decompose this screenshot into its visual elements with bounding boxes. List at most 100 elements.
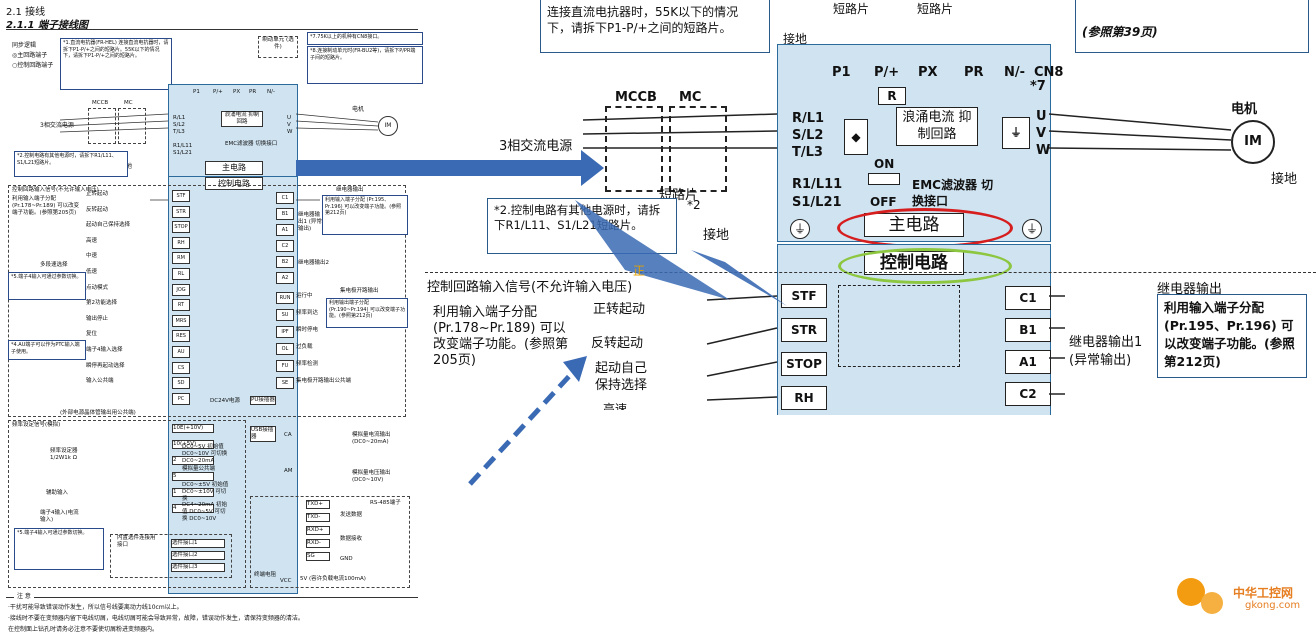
relay-terminal-b1[interactable]: B1 (1005, 318, 1051, 342)
input-terminal-small[interactable]: RH (172, 236, 190, 249)
input-label-small: 反转起动 (86, 206, 109, 213)
emc-on: ON (874, 157, 895, 171)
input-terminal-small[interactable]: STF (172, 190, 190, 202)
freq-terminal-small[interactable]: 2 (172, 456, 214, 465)
rs485-terminal[interactable]: SG (306, 552, 330, 561)
freq-terminal-small[interactable]: 1 (172, 488, 214, 497)
input-terminal-small[interactable]: PC (172, 392, 190, 405)
input-label-small: 正转起动 (86, 191, 109, 197)
relay-title: 继电器输出 (1157, 282, 1223, 297)
mccb-box-small (88, 108, 116, 144)
w-small: W (287, 129, 293, 135)
freq-terminal-small[interactable]: 5 (172, 472, 214, 481)
mccb-label: MCCB (615, 90, 657, 105)
input-terminal-small[interactable]: RT (172, 299, 190, 312)
relay-terminal-small[interactable]: B2 (276, 256, 294, 268)
v-small: V (287, 122, 291, 128)
input-terminal-small[interactable]: RL (172, 268, 190, 280)
input-terminal-stf[interactable]: STF (781, 284, 827, 308)
caution-title: 注 意 (14, 593, 34, 601)
input-terminal-small[interactable]: JOG (172, 283, 190, 296)
t-l3-small: T/L3 (173, 129, 185, 135)
zoom-arrow-shape (296, 150, 604, 186)
oc-terminal-small[interactable]: OL (276, 343, 294, 355)
freq-terminal-small[interactable]: 4 (172, 504, 214, 513)
relay-terminal-c1[interactable]: C1 (1005, 286, 1051, 310)
r1-small: R1/L11 (173, 143, 193, 149)
emc-switch[interactable] (868, 173, 900, 185)
input-label-small: 端子4输入选择 (86, 347, 123, 353)
rs485-small: RS-485端子 (370, 500, 401, 506)
zoom-arrow (296, 150, 604, 186)
input-terminal-small[interactable]: AU (172, 346, 190, 358)
caution-3: 在控制面上钻孔时请务必注意不要使切屑粉进变频器内。 (8, 626, 159, 633)
oc-terminal-small[interactable]: FU (276, 360, 294, 372)
input-label-small: 中速 (86, 253, 98, 260)
relay-terminal-small[interactable]: B1 (276, 208, 294, 220)
oc-terminal-small[interactable]: RUN (276, 292, 294, 304)
input-terminal-small[interactable]: CS (172, 361, 190, 374)
input-terminal-small[interactable]: STOP (172, 221, 190, 234)
oc-terminal-small[interactable]: IPF (276, 326, 294, 338)
short-star2: *2 (687, 198, 701, 212)
relay-terminal-small[interactable]: A2 (276, 272, 294, 284)
rs485-terminal[interactable]: TXD- (306, 513, 330, 522)
power-label-small: 3相交流电源 (40, 122, 74, 129)
input-terminal-rh[interactable]: RH (781, 386, 827, 410)
oc-terminal-small[interactable]: SU (276, 309, 294, 321)
emc-off: OFF (870, 195, 897, 209)
note-dc-reactor: *1.直流电抗器(FR-HEL) 连接直流电抗器时，请拆下P1-P/+之间的短路… (60, 38, 172, 90)
freq-terminal-small[interactable]: 10E(+10V) (172, 424, 214, 433)
mccb-label-small: MCCB (92, 100, 109, 106)
motor-label-small: 电机 (352, 106, 365, 113)
power-label: 3相交流电源 (499, 139, 573, 154)
zoom-ref39-box: (参照第39页) (1075, 0, 1309, 53)
caution-rule (6, 597, 418, 598)
resistor-r: R (878, 87, 906, 105)
s1-small: S1/L21 (173, 150, 192, 156)
relay-terminal-small[interactable]: C1 (276, 192, 294, 204)
dc24-small: DC24V电源 (210, 398, 240, 404)
input-terminal-small[interactable]: RES (172, 330, 190, 343)
dc24-sub-small: (外部电源晶体管输出用公共端) (60, 410, 136, 416)
term-p-plus: P/+ (874, 65, 900, 80)
term-s-l2: S/L2 (792, 128, 824, 143)
term-r1-l11: R1/L11 (792, 177, 843, 192)
n-small: N/- (267, 89, 275, 95)
logic-opt1: ◎主回路端子 (12, 52, 48, 59)
assign-relay-box: 利用输入端子分配 (Pr.195、Pr.196) 可以改变端子功能。(参照第21… (1157, 294, 1307, 378)
zoom-top-note: 连接直流电抗器时，55K以下的情况 下，请拆下P1-P/+之间的短路片。 (540, 0, 770, 53)
oc-terminal-small[interactable]: SE (276, 377, 294, 389)
am-small: AM (284, 468, 293, 474)
option-box-small: 内置选件连接用接口 选件接口1 选件接口2 选件接口3 (110, 534, 232, 578)
input-terminal-stop[interactable]: STOP (781, 352, 827, 376)
freq-terminal-small[interactable]: 10(+5V) (172, 440, 214, 449)
input-terminal-small[interactable]: STR (172, 205, 190, 218)
input-terminal-str[interactable]: STR (781, 318, 827, 342)
relay1-small: 继电器输出1 (异常输出) (298, 212, 322, 232)
oc-label-small: 过负载 (296, 344, 313, 350)
rs485-terminal[interactable]: RXD+ (306, 526, 330, 535)
input-terminal-small[interactable]: MRS (172, 314, 190, 327)
pr-small: PR (249, 89, 257, 95)
relay-terminal-small[interactable]: C2 (276, 240, 294, 252)
input-label-small: 高速 (86, 237, 98, 244)
aux-small: 辅助输入 (46, 490, 69, 496)
input-terminal-small[interactable]: SD (172, 377, 190, 390)
rs485-terminal[interactable]: RXD- (306, 539, 330, 548)
rs485-terminal[interactable]: TXD+ (306, 500, 330, 509)
opt-port-1: 选件接口1 (171, 539, 225, 548)
relay-terminal-small[interactable]: A1 (276, 224, 294, 236)
relay-terminal-a1[interactable]: A1 (1005, 350, 1051, 374)
label-reverse-start: 反转起动 (591, 336, 644, 351)
freq-setter-small: 频率设定器 1/2W1k Ω (50, 448, 78, 461)
opt-title-small: 内置选件连接用接口 (117, 535, 156, 548)
relay1-label: 继电器输出1 (异常输出) (1069, 335, 1143, 368)
relay2-small: 继电器输出2 (298, 260, 329, 266)
oc-title-small: 集电极开路输出 (340, 288, 379, 294)
note-brake: *8.连接制动单元时(FR-BU2等)，请拆下P/PR端子间的短路片。 (307, 46, 423, 84)
surge-box-small: 浪涌电流 抑制回路 (221, 111, 263, 127)
input-terminal-small[interactable]: RM (172, 252, 190, 265)
send-small: 发送数据 (340, 512, 363, 518)
ca-small: CA (284, 432, 292, 438)
